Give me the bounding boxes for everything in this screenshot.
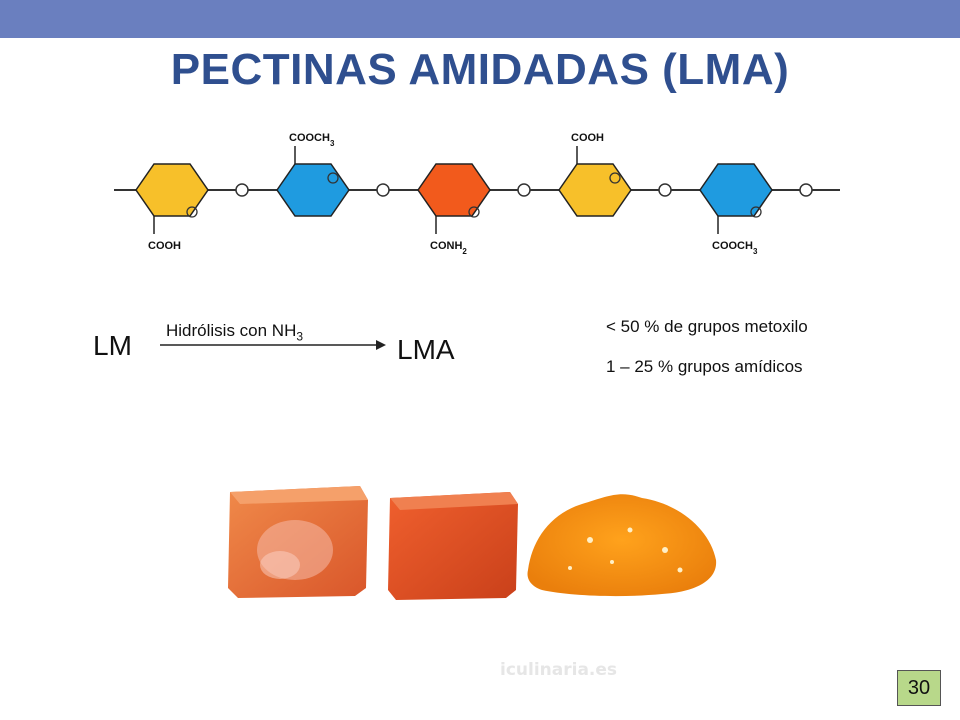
sugar-ring [558,163,632,217]
side-group-label: COOH [148,240,181,252]
sugar-unit: COOCH3 [276,132,390,217]
top-bar [0,0,960,38]
watermark: iculinaria.es [500,660,618,680]
side-group-label: COOCH3 [712,240,758,256]
sugar-ring [276,163,350,217]
sugar-unit: COOH [135,163,249,252]
ring-oxygen [186,206,198,218]
reaction-condition: Hidrólisis con NH3 [166,321,303,343]
slide-title: PECTINAS AMIDADAS (LMA) [170,45,790,94]
side-group-label: CONH2 [430,240,467,256]
glycosidic-oxygen [517,183,531,197]
glycosidic-oxygen [799,183,813,197]
sugar-unit: COOH [558,132,672,217]
sugar-unit: CONH2 [417,163,531,256]
reaction-condition-subscript: 3 [296,329,304,344]
sugar-ring [135,163,209,217]
properties-list: < 50 % de grupos metoxilo 1 – 25 % grupo… [606,312,926,392]
side-group-label: COOH [571,132,604,144]
reaction-scheme: LM Hidrólisis con NH3 LMA [80,300,500,390]
glycosidic-oxygen [658,183,672,197]
jelly-samples-photo [228,486,717,600]
ring-oxygen [468,206,480,218]
sugar-ring [699,163,773,217]
sugared-jelly-cube [228,486,368,598]
side-group-label: COOCH3 [289,132,335,148]
sugar-ring [417,163,491,217]
product-label: LMA [397,334,455,365]
grainy-jelly-mass [527,494,717,597]
ring-oxygen [327,172,339,184]
glycosidic-oxygen [376,183,390,197]
slide-number: 30 [897,670,941,706]
sugar-unit: COOCH3 [699,163,813,256]
glycosidic-oxygen [235,183,249,197]
smooth-jelly-cube [388,492,518,600]
reaction-arrow-icon [160,340,386,350]
property-methoxyl: < 50 % de grupos metoxilo [606,317,808,336]
ring-oxygen [750,206,762,218]
ring-oxygen [609,172,621,184]
property-amide: 1 – 25 % grupos amídicos [606,357,803,376]
reactant-label: LM [93,330,132,361]
reaction-condition-text: Hidrólisis con NH [166,321,297,340]
